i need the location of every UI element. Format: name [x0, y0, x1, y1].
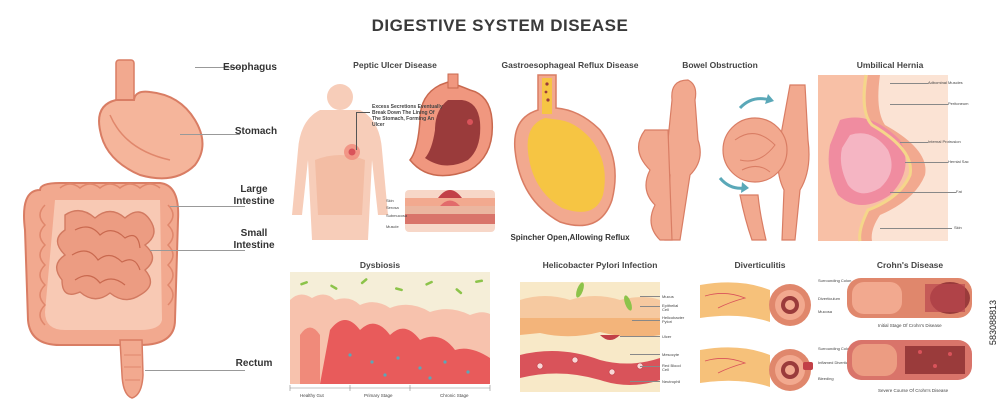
- div-top-mucosa: Mucosa: [818, 309, 833, 314]
- div-top-surrounding-colon: Surrounding Colon: [818, 278, 852, 283]
- page-title: DIGESTIVE SYSTEM DISEASE: [371, 16, 629, 35]
- layer-serosa: Serosa: [386, 205, 399, 210]
- label-stomach: Stomach: [234, 126, 278, 137]
- gerd-caption: Spincher Open,Allowing Reflux: [510, 233, 630, 242]
- hp-label-neutrophil: Neutrophil: [662, 379, 681, 384]
- label-rectum: Rectum: [235, 358, 273, 369]
- stage-primary: Primary Stage: [364, 393, 393, 398]
- div-bottom-surrounding-colon: Surrounding Colon: [818, 346, 852, 351]
- hernia-label-hernial-sac: Hernial Sac: [948, 159, 969, 164]
- hp-label-mucus: Mucus: [662, 294, 674, 299]
- title-bowel-obstruction: Bowel Obstruction: [682, 60, 758, 70]
- hernia-label-fat: Fat: [956, 189, 962, 194]
- title-h-pylori: Helicobacter Pylori Infection: [542, 260, 658, 270]
- hp-label-epithelial: Epithelial Cell: [662, 303, 679, 312]
- title-umbilical-hernia: Umbilical Hernia: [856, 60, 924, 70]
- stock-id-watermark: 583088813: [988, 300, 998, 346]
- stage-chronic: Chronic Stage: [440, 393, 469, 398]
- crohns-caption-severe: Severe Course Of Crohn's Disease: [878, 388, 949, 393]
- layer-submucosa: Submucosa: [386, 213, 408, 218]
- title-diverticulitis: Diverticulitis: [734, 260, 786, 270]
- layer-skin: Skin: [386, 198, 394, 203]
- hernia-label-peritoneum: Peritoneum: [948, 101, 969, 106]
- hp-label-rbc: Red Blood Cell: [662, 363, 681, 372]
- hernia-label-internal-protrusion: Internal Protrusion: [928, 139, 961, 144]
- crohns-caption-initial: Initial Stage Of Crohn's Disease: [878, 323, 942, 328]
- label-small-intestine: Small Intestine: [233, 228, 275, 251]
- label-esophagus: Esophagus: [223, 62, 277, 73]
- div-bottom-bleeding: Bleeding: [818, 376, 834, 381]
- title-peptic-ulcer: Peptic Ulcer Disease: [353, 60, 437, 70]
- hernia-label-muscles: Adbominal Muscles: [928, 80, 963, 85]
- hp-label-pylori: Helicobacter Pylori: [662, 315, 685, 324]
- title-gerd: Gastroesophageal Reflux Disease: [501, 60, 639, 70]
- div-top-diverticulum: Diverticulum: [818, 296, 841, 301]
- div-bottom-inflamed: Inflamed Diverticulum: [818, 360, 857, 365]
- layer-muscle: Muscle: [386, 224, 399, 229]
- stage-healthy-gut: Healthy Gut: [300, 393, 324, 398]
- peptic-ulcer-note: Excess Secretions Eventually Break Down …: [372, 104, 443, 128]
- hp-label-mesocyte: Mesocyte: [662, 352, 680, 357]
- label-large-intestine: Large Intestine: [233, 184, 275, 207]
- title-dysbiosis: Dysbiosis: [359, 260, 401, 270]
- hernia-label-skin: Skin: [954, 225, 962, 230]
- title-crohns: Crohn's Disease: [876, 260, 944, 270]
- hp-label-ulcer: Ulcer: [662, 334, 672, 339]
